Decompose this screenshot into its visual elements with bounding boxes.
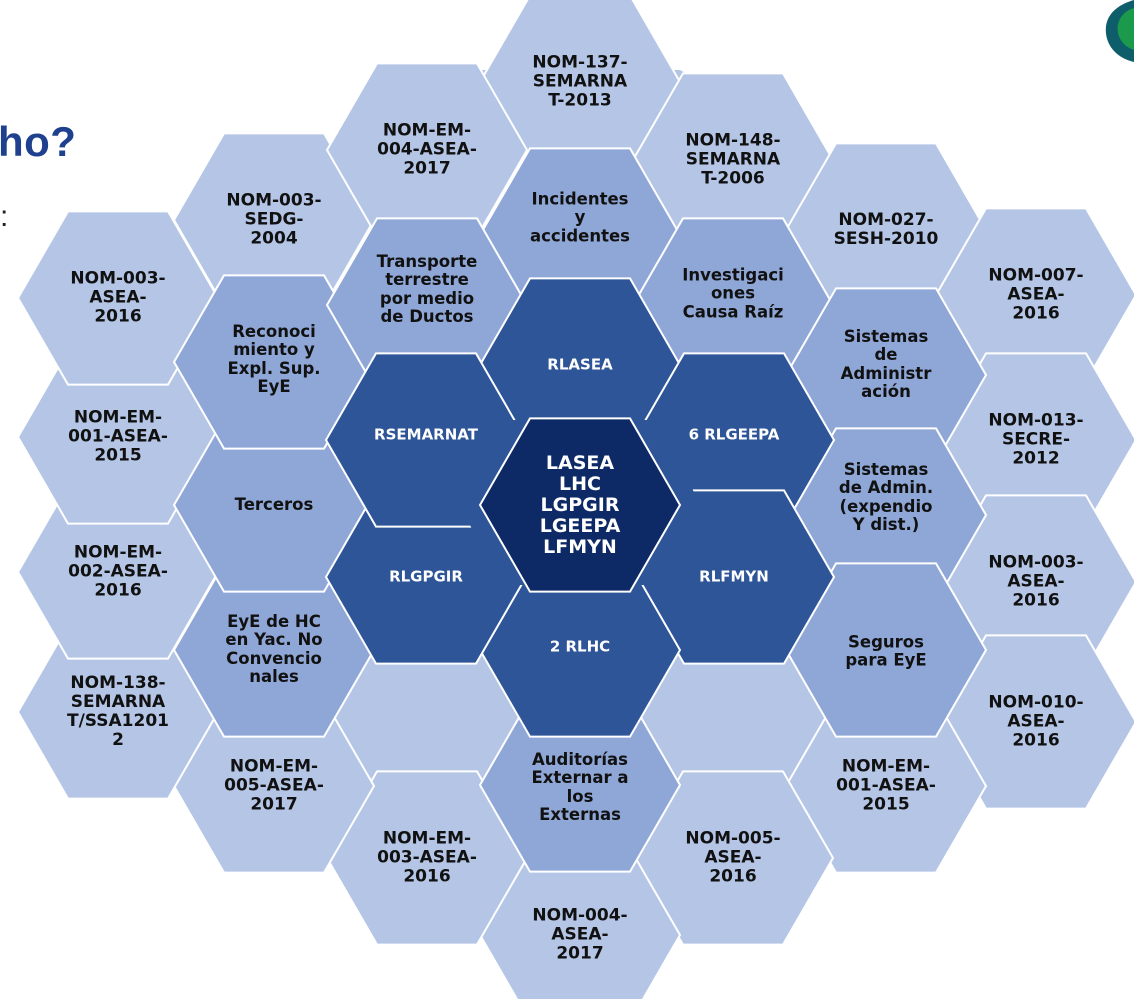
ring1-label-6: RSEMARNAT	[374, 425, 478, 444]
ring2-hex-5	[784, 562, 988, 738]
core-hex	[478, 417, 682, 593]
page-title-fragment: ho?	[0, 118, 77, 165]
ring2-label-8: Terceros	[234, 494, 314, 514]
outer-label-1: NOM-137- SEMARNA T-2013	[532, 52, 628, 111]
outer-label-17: NOM-003- SEDG- 2004	[226, 190, 322, 249]
ring2-label-1: Incidentes y accidentes	[530, 189, 630, 246]
ring2-label-7: EyE de HC en Yac. No Convencio nales	[225, 612, 323, 687]
ring2-label-10: Transporte terrestre por medio de Ductos	[376, 252, 478, 327]
outer-label-4: NOM-007- ASEA- 2016	[988, 265, 1084, 324]
outer-label-14: NOM-EM- 002-ASEA- 2016	[68, 542, 168, 601]
ring1-label-4: 2 RLHC	[549, 637, 611, 656]
outer-label-7: NOM-010- ASEA- 2016	[988, 692, 1084, 751]
ring2-label-6: Auditorías Externar a los Externas	[531, 750, 629, 825]
outer-label-9: NOM-005- ASEA- 2016	[685, 828, 781, 887]
outer-label-2: NOM-148- SEMARNA T-2006	[685, 130, 781, 189]
ring2-label-4: Sistemas de Admin. (expendio Y dist.)	[838, 460, 934, 535]
outer-label-10: NOM-004- ASEA- 2017	[532, 905, 628, 964]
outer-label-6: NOM-003- ASEA- 2016	[988, 552, 1084, 611]
subtitle-colon-fragment: :	[0, 200, 9, 233]
ring2-label-9: Reconoci miento y Expl. Sup. EyE	[227, 322, 321, 397]
ring2-label-3: Sistemas de Administr ación	[840, 327, 932, 402]
ring2-label-2: Investigaci ones Causa Raíz	[682, 265, 784, 322]
outer-label-11: NOM-EM- 003-ASEA- 2016	[377, 828, 477, 887]
ring1-label-2: 6 RLGEEPA	[688, 425, 780, 444]
ring1-label-1: RLASEA	[547, 355, 613, 374]
ring2-label-5: Seguros para EyE	[845, 632, 927, 670]
outer-label-13: NOM-138- SEMARNA T/SSA1201 2	[67, 672, 169, 751]
brand-logo-icon	[1105, 0, 1134, 62]
outer-hex-9	[631, 770, 835, 946]
core-label: LASEA LHC LGPGIR LGEEPA LFMYN	[539, 451, 621, 558]
outer-label-5: NOM-013- SECRE- 2012	[988, 410, 1084, 469]
outer-label-18: NOM-EM- 004-ASEA- 2017	[377, 120, 477, 179]
ring1-label-3: RLFMYN	[699, 567, 769, 586]
outer-hex-7	[934, 634, 1134, 810]
outer-label-8: NOM-EM- 001-ASEA- 2015	[836, 756, 936, 815]
outer-label-3: NOM-027- SESH-2010	[833, 209, 939, 249]
outer-label-12: NOM-EM- 005-ASEA- 2017	[224, 756, 324, 815]
outer-label-16: NOM-003- ASEA- 2016	[70, 268, 166, 327]
outer-label-15: NOM-EM- 001-ASEA- 2015	[68, 407, 168, 466]
ring1-label-5: RLGPGIR	[389, 567, 463, 586]
